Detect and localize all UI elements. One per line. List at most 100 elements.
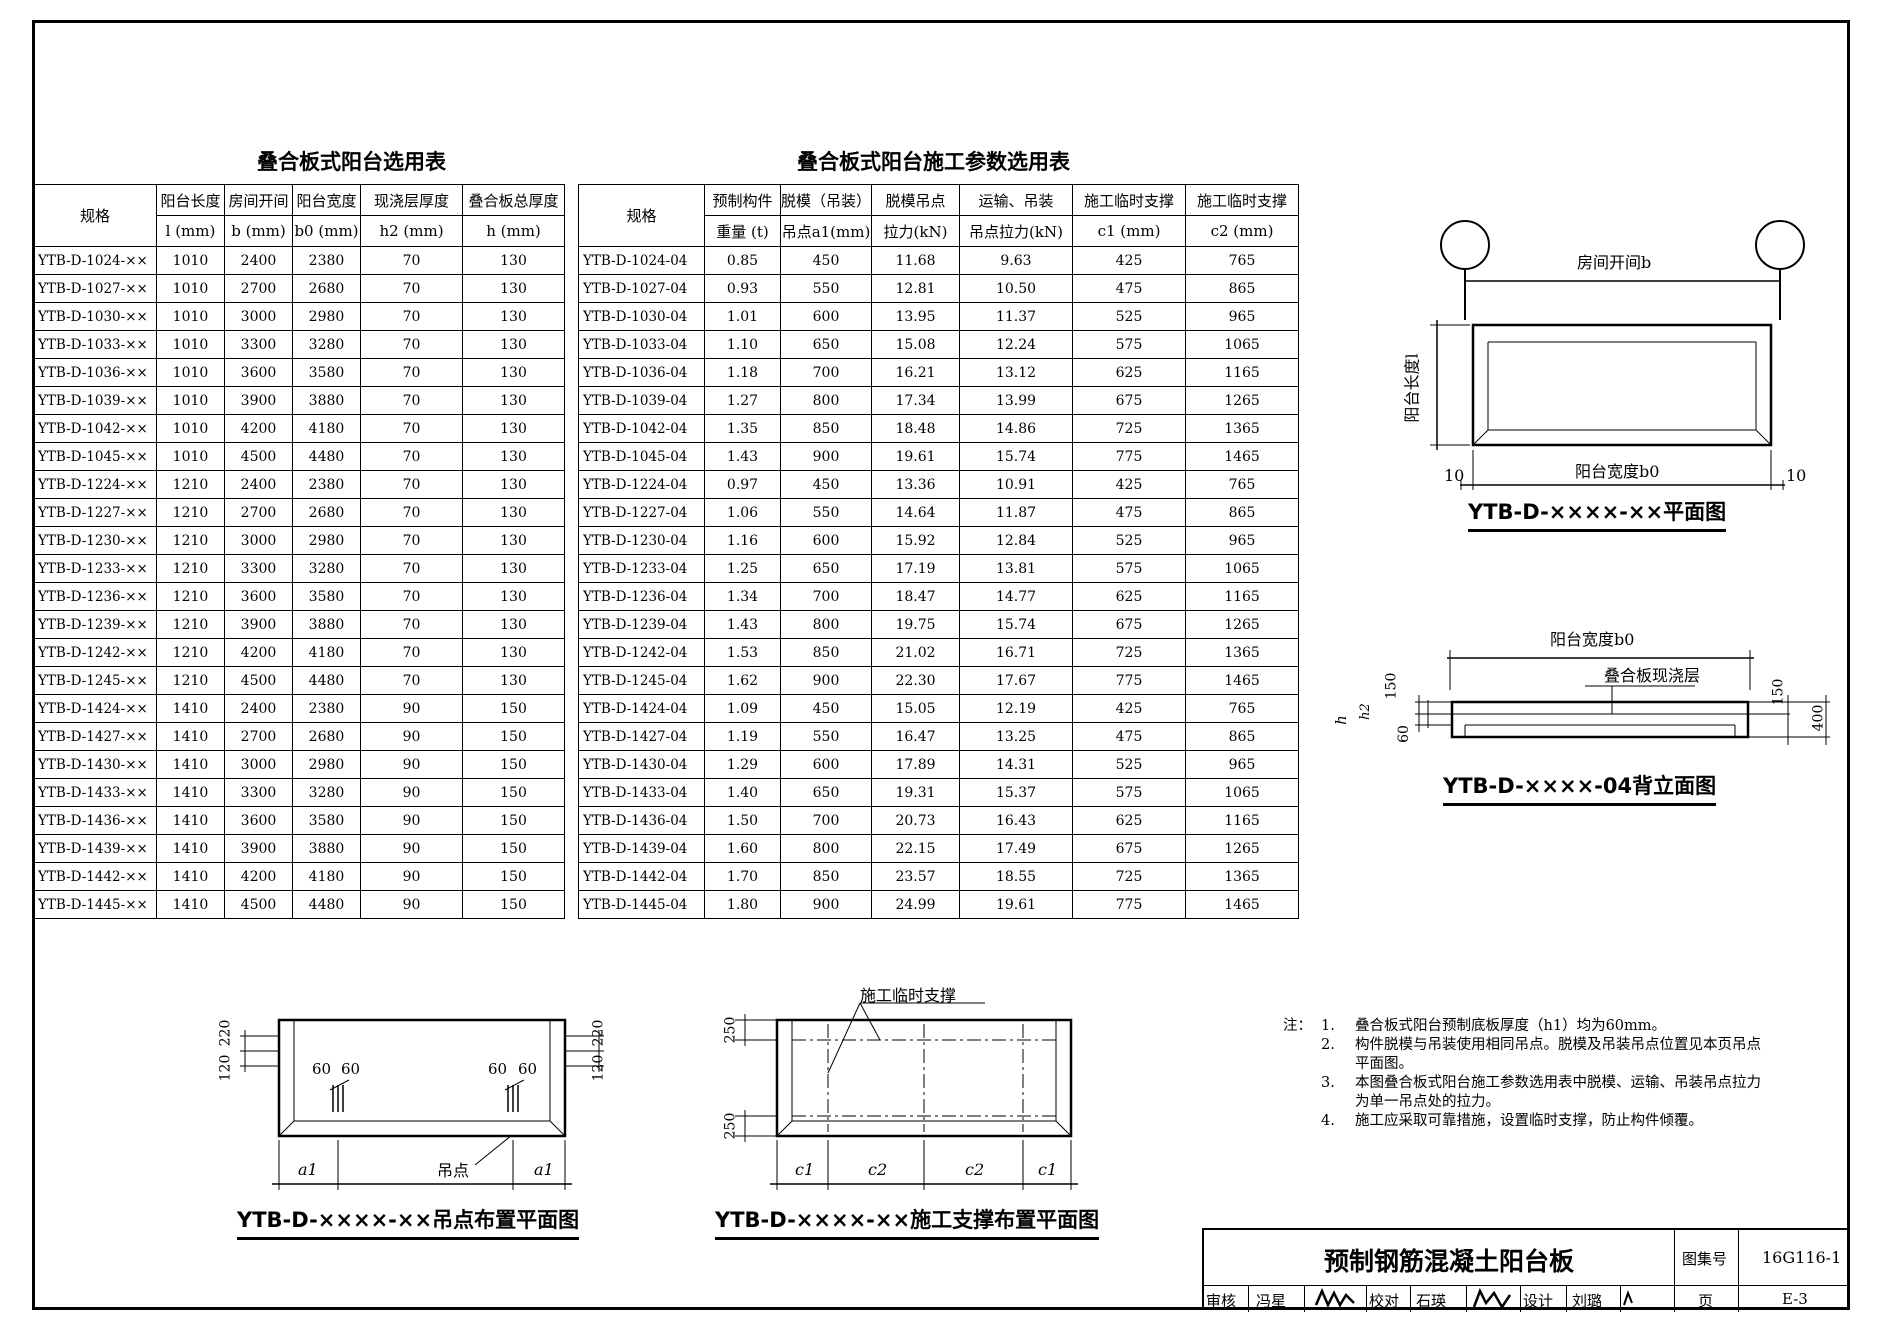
elev-dim-h: h — [1331, 715, 1350, 725]
cell-value: 130 — [462, 358, 565, 387]
checker-name: 石瑛 — [1416, 1292, 1447, 1310]
cell-value: 17.49 — [959, 834, 1074, 863]
cell-value: 90 — [360, 862, 463, 891]
cell-value: 12.81 — [871, 274, 961, 303]
cell-value: 17.19 — [871, 554, 961, 583]
cell-spec: YTB-D-1033-×× — [33, 330, 157, 359]
cell-spec: YTB-D-1039-04 — [578, 386, 705, 415]
cell-spec: YTB-D-1245-×× — [33, 666, 157, 695]
cell-value: 1265 — [1185, 386, 1300, 415]
cell-value: 1210 — [156, 554, 225, 583]
elevation-caption: YTB-D-××××-04背立面图 — [1443, 770, 1717, 806]
cell-value: 11.68 — [871, 246, 961, 275]
elev-dim-h2: h2 — [1357, 703, 1373, 720]
cell-value: 3300 — [224, 778, 293, 807]
cell-value: 1465 — [1185, 666, 1300, 695]
cell-value: 550 — [779, 498, 873, 527]
elevation-view — [1415, 650, 1830, 745]
cell-value: 625 — [1072, 582, 1187, 611]
cell-spec: YTB-D-1430-04 — [578, 750, 705, 779]
col-header-unit: 吊点a1(mm) — [779, 215, 873, 247]
table2-title: 叠合板式阳台施工参数选用表 — [797, 150, 1070, 174]
cell-value: 965 — [1185, 750, 1300, 779]
cell-value: 525 — [1072, 526, 1187, 555]
cell-spec: YTB-D-1245-04 — [578, 666, 705, 695]
cell-value: 2680 — [292, 722, 361, 751]
cell-spec: YTB-D-1027-×× — [33, 274, 157, 303]
cell-value: 2980 — [292, 302, 361, 331]
cell-value: 3880 — [292, 610, 361, 639]
lift-dim-60b: 60 — [341, 1060, 361, 1078]
cell-value: 1010 — [156, 274, 225, 303]
cell-value: 4200 — [224, 414, 293, 443]
cell-value: 650 — [779, 778, 873, 807]
cell-value: 1465 — [1185, 442, 1300, 471]
cell-value: 3900 — [224, 610, 293, 639]
cell-value: 10.91 — [959, 470, 1074, 499]
cell-spec: YTB-D-1227-04 — [578, 498, 705, 527]
cell-value: 1010 — [156, 358, 225, 387]
col-header: 施工临时支撑 — [1072, 184, 1187, 216]
support-c1-right: c1 — [1038, 1160, 1058, 1179]
cell-value: 450 — [779, 246, 873, 275]
cell-value: 1065 — [1185, 554, 1300, 583]
cell-value: 4200 — [224, 862, 293, 891]
cell-spec: YTB-D-1430-×× — [33, 750, 157, 779]
note-item: 3.本图叠合板式阳台施工参数选用表中脱模、运输、吊装吊点拉力为单一吊点处的拉力。 — [1321, 1075, 1761, 1110]
cell-value: 850 — [779, 862, 873, 891]
lift-plan-view — [240, 1018, 604, 1190]
cell-value: 150 — [462, 890, 565, 919]
cell-spec: YTB-D-1236-04 — [578, 582, 705, 611]
lift-dim-120-right: 120 — [590, 1054, 607, 1082]
cell-value: 17.67 — [959, 666, 1074, 695]
cell-value: 16.47 — [871, 722, 961, 751]
cell-value: 70 — [360, 554, 463, 583]
cell-value: 150 — [462, 862, 565, 891]
support-c1-left: c1 — [795, 1160, 815, 1179]
cell-spec: YTB-D-1239-04 — [578, 610, 705, 639]
cell-value: 70 — [360, 414, 463, 443]
cell-value: 865 — [1185, 274, 1300, 303]
cell-value: 15.37 — [959, 778, 1074, 807]
cell-value: 1.34 — [704, 582, 781, 611]
cell-value: 765 — [1185, 694, 1300, 723]
atlas-label: 图集号 — [1682, 1250, 1728, 1268]
cell-value: 16.71 — [959, 638, 1074, 667]
review-label: 审核 — [1206, 1292, 1237, 1310]
cell-value: 1065 — [1185, 778, 1300, 807]
cell-value: 150 — [462, 778, 565, 807]
cell-value: 3580 — [292, 582, 361, 611]
cell-value: 2380 — [292, 694, 361, 723]
cell-value: 800 — [779, 834, 873, 863]
cell-value: 2380 — [292, 246, 361, 275]
plan-view — [1430, 220, 1805, 490]
cell-value: 1.43 — [704, 610, 781, 639]
col-header: 运输、吊装 — [959, 184, 1074, 216]
cell-value: 90 — [360, 694, 463, 723]
cell-value: 13.12 — [959, 358, 1074, 387]
col-header: 房间开间 — [224, 184, 293, 216]
cell-value: 2680 — [292, 274, 361, 303]
cell-value: 17.34 — [871, 386, 961, 415]
elev-dim-60: 60 — [1395, 725, 1412, 743]
cell-value: 775 — [1072, 666, 1187, 695]
elev-dim-150-right: 150 — [1770, 678, 1787, 706]
cell-value: 1.09 — [704, 694, 781, 723]
cell-value: 16.43 — [959, 806, 1074, 835]
